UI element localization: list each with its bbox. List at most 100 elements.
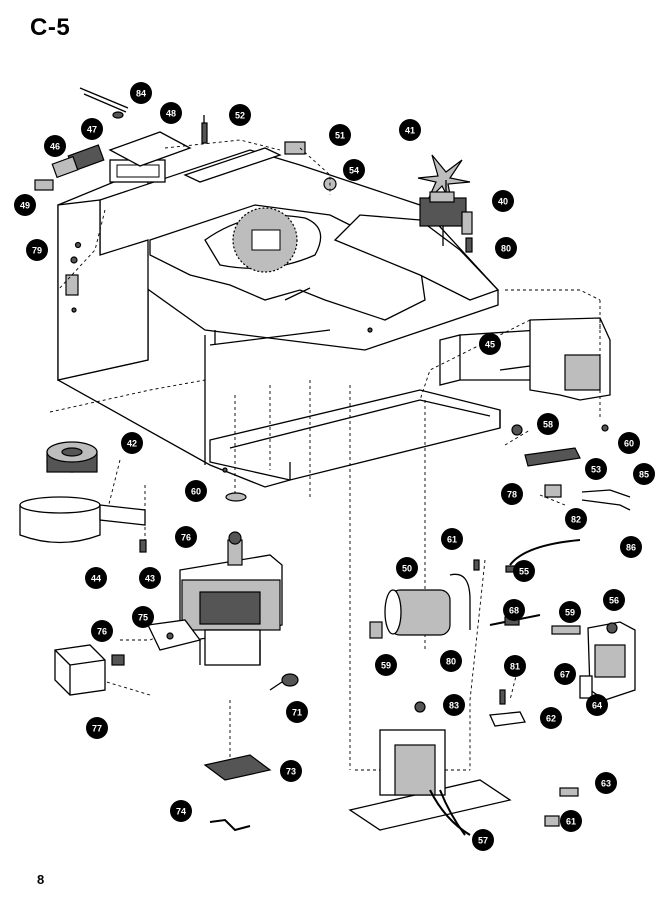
svg-text:55: 55 [519,567,529,577]
callout-76: 76 [91,620,113,642]
magnetron-70 [179,531,283,666]
callout-45: 45 [479,333,501,355]
stirrer-motor-42 [46,441,98,473]
svg-text:59: 59 [565,608,575,618]
svg-text:42: 42 [127,439,137,449]
callout-54: 54 [343,159,365,181]
callout-64: 64 [586,694,608,716]
bracket-59 [369,621,383,639]
screw-83 [414,701,426,713]
callout-74: 74 [170,800,192,822]
page-number: 8 [37,872,45,887]
callout-67: 67 [554,663,576,685]
svg-text:82: 82 [571,515,581,525]
callout-52: 52 [229,104,251,126]
svg-text:60: 60 [191,487,201,497]
callout-85: 85 [633,463,655,485]
callout-62: 62 [540,707,562,729]
svg-text:86: 86 [626,543,636,553]
callout-60: 60 [185,480,207,502]
svg-text:71: 71 [292,708,302,718]
svg-text:40: 40 [498,197,508,207]
bracket-75 [147,619,202,651]
callout-41: 41 [399,119,421,141]
callout-51: 51 [329,124,351,146]
callout-82: 82 [565,508,587,530]
oven-cavity-assembly [57,147,501,488]
callout-86: 86 [620,536,642,558]
transformer-57 [348,729,512,836]
terminal-block-53 [524,447,581,467]
svg-text:64: 64 [592,701,602,711]
callout-46: 46 [44,135,66,157]
thermal-cutout-71 [269,673,299,691]
callout-73: 73 [280,760,302,782]
duct-44 [19,496,146,544]
callout-44: 44 [85,567,107,589]
callout-55: 55 [513,560,535,582]
callout-60: 60 [618,432,640,454]
svg-text:57: 57 [478,836,488,846]
assembly-leader-lines [49,139,621,771]
svg-text:41: 41 [405,126,415,136]
svg-text:80: 80 [501,244,511,254]
svg-text:56: 56 [609,596,619,606]
connector-82-85 [581,489,631,511]
clip-51 [284,141,306,155]
callout-76: 76 [175,526,197,548]
svg-text:50: 50 [402,564,412,574]
cover-77 [54,644,106,696]
svg-text:76: 76 [97,627,107,637]
svg-text:80: 80 [446,657,456,667]
callout-59: 59 [375,654,397,676]
svg-text:83: 83 [449,701,459,711]
svg-text:45: 45 [485,340,495,350]
screw-61 [473,559,480,571]
svg-text:53: 53 [591,465,601,475]
callout-75: 75 [132,606,154,628]
screw-52 [201,115,208,144]
callout-61: 61 [441,528,463,550]
svg-text:67: 67 [560,670,570,680]
svg-text:73: 73 [286,767,296,777]
callout-83: 83 [443,694,465,716]
svg-text:51: 51 [335,131,345,141]
svg-text:74: 74 [176,807,186,817]
svg-text:79: 79 [32,246,42,256]
svg-text:44: 44 [91,574,101,584]
svg-text:60: 60 [624,439,634,449]
filter-73 [203,754,272,781]
callout-50: 50 [396,557,418,579]
svg-text:49: 49 [20,201,30,211]
svg-text:63: 63 [601,779,611,789]
screw-58 [511,424,523,436]
callout-42: 42 [121,432,143,454]
callout-43: 43 [139,567,161,589]
callout-49: 49 [14,194,36,216]
svg-text:75: 75 [138,613,148,623]
svg-text:43: 43 [145,574,155,584]
callout-47: 47 [81,118,103,140]
callout-59: 59 [559,601,581,623]
svg-text:47: 47 [87,125,97,135]
nut-76 [111,654,125,666]
cover-plate-48 [108,131,192,167]
svg-text:54: 54 [349,166,359,176]
gasket-60 [225,492,247,502]
capacitor-50 [384,573,471,636]
svg-text:81: 81 [510,662,520,672]
svg-text:61: 61 [566,817,576,827]
svg-text:52: 52 [235,111,245,121]
svg-text:46: 46 [50,142,60,152]
svg-text:84: 84 [136,89,146,99]
svg-text:77: 77 [92,724,102,734]
switch-assembly-56-64 [587,621,636,701]
svg-text:62: 62 [546,714,556,724]
svg-text:58: 58 [543,420,553,430]
callout-68: 68 [503,599,525,621]
callout-56: 56 [603,589,625,611]
callout-71: 71 [286,701,308,723]
callout-48: 48 [160,102,182,124]
